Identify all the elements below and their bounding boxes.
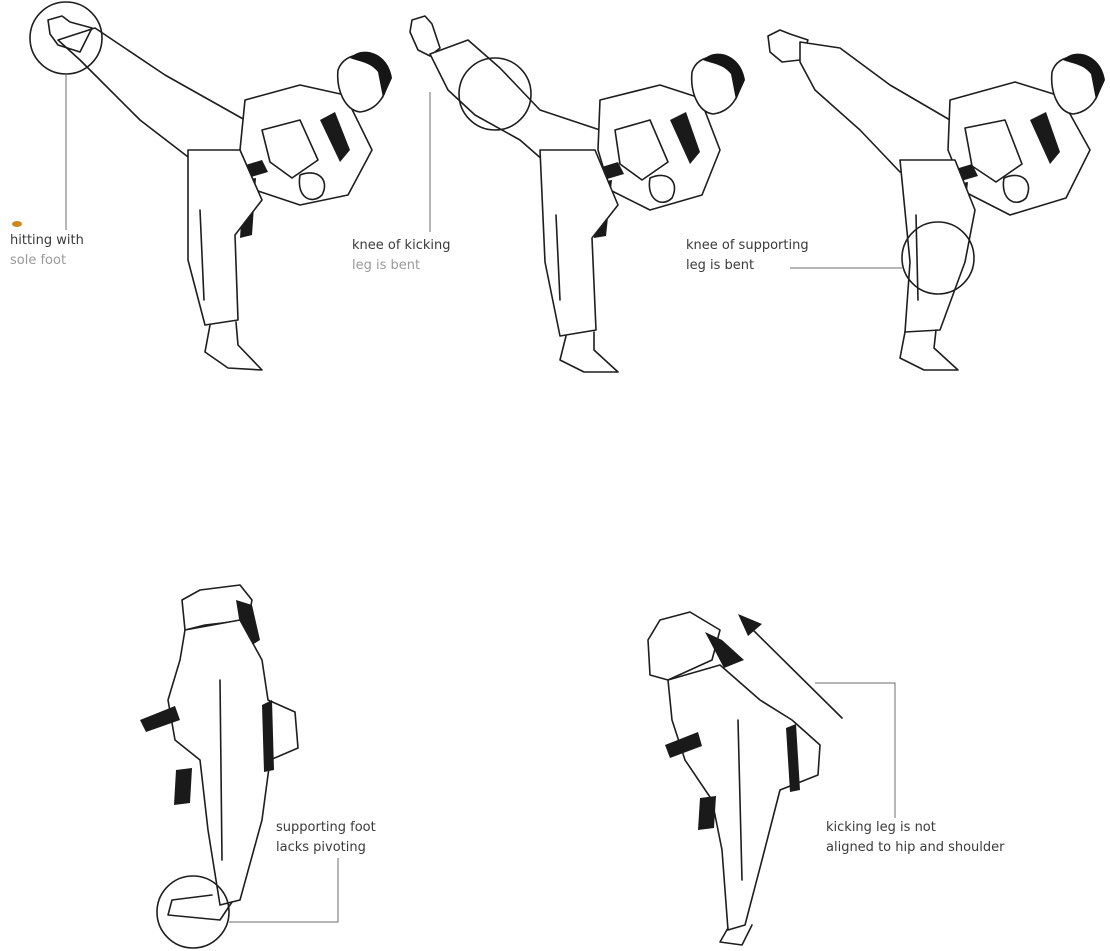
figure-1-side-kick: [30, 2, 392, 370]
caption-line: hitting with: [10, 231, 84, 251]
figure-4-front-view: [140, 585, 338, 948]
caption-supporting-foot-lacks-pivoting: supporting foot lacks pivoting: [276, 818, 376, 858]
caption-line: sole foot: [10, 251, 84, 271]
caption-knee-of-supporting-leg: knee of supporting leg is bent: [686, 236, 809, 276]
supporting-foot-highlight-ring: [157, 876, 229, 948]
caption-knee-of-kicking-leg: knee of kicking leg is bent: [352, 236, 450, 276]
figure-3-side-kick: [768, 30, 1105, 370]
caption-line: kicking leg is not: [826, 818, 1004, 838]
caption-line: knee of kicking: [352, 236, 450, 256]
caption-hitting-with-sole-foot: hitting with sole foot: [10, 231, 84, 271]
caption-line: lacks pivoting: [276, 838, 376, 858]
caption-kicking-leg-not-aligned: kicking leg is not aligned to hip and sh…: [826, 818, 1004, 858]
figure-2-side-kick: [410, 16, 745, 372]
caption-line: leg is bent: [686, 256, 809, 276]
caption-line: aligned to hip and shoulder: [826, 838, 1004, 858]
figure-5-front-view: [648, 612, 895, 945]
accent-dot: [12, 221, 22, 227]
caption-line: leg is bent: [352, 256, 450, 276]
caption-line: knee of supporting: [686, 236, 809, 256]
caption-line: supporting foot: [276, 818, 376, 838]
